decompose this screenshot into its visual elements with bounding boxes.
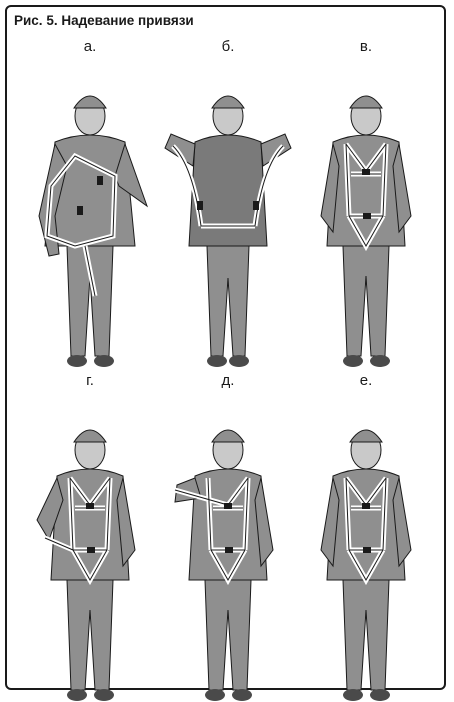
- panel-f-label: е.: [291, 372, 441, 389]
- person-lifting-harness-illustration: [153, 56, 303, 368]
- person-holding-harness-illustration: [15, 56, 165, 368]
- panel-b: б.: [153, 38, 303, 368]
- panel-e: д.: [153, 372, 303, 702]
- panel-c: в.: [291, 38, 441, 368]
- panel-e-label: д.: [153, 372, 303, 389]
- person-adjusting-shoulder-strap-illustration: [153, 390, 303, 702]
- panel-f: е.: [291, 372, 441, 702]
- person-wearing-harness-illustration: [291, 56, 441, 368]
- panel-a-label: а.: [15, 38, 165, 55]
- person-harness-fitted-illustration: [291, 390, 441, 702]
- panel-c-label: в.: [291, 38, 441, 55]
- panel-b-label: б.: [153, 38, 303, 55]
- panel-d: г.: [15, 372, 165, 702]
- panel-d-label: г.: [15, 372, 165, 389]
- figure-title: Рис. 5. Надевание привязи: [14, 13, 194, 28]
- person-fastening-leg-strap-illustration: [15, 390, 165, 702]
- panel-a: а.: [15, 38, 165, 368]
